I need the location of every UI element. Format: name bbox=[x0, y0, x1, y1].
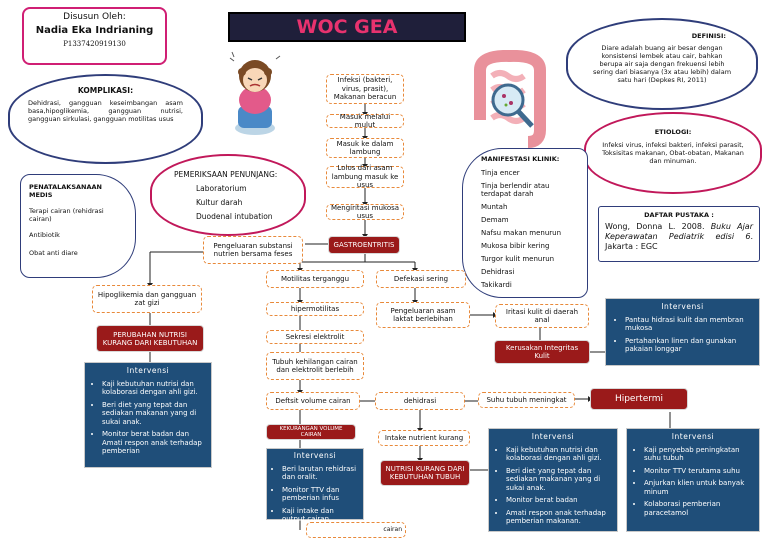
intervensi-item: Kaji kebutuhan nutrisi dan kolaborasi de… bbox=[102, 380, 207, 397]
pustaka-box: DAFTAR PUSTAKA : Wong, Donna L. 2008. Bu… bbox=[598, 206, 760, 262]
intervensi-item: Pertahankan linen dan gunakan pakaian lo… bbox=[625, 337, 753, 354]
pustaka-heading: DAFTAR PUSTAKA : bbox=[605, 211, 753, 219]
komplikasi-text: Dehidrasi, gangguan keseimbangan asam ba… bbox=[28, 99, 183, 123]
manifestasi-item: Nafsu makan menurun bbox=[481, 229, 581, 237]
definisi-heading: DEFINISI: bbox=[590, 32, 734, 40]
diagnosis-nutrisi-kurang: NUTRISI KURANG DARI KEBUTUHAN TUBUH bbox=[380, 460, 470, 486]
page-title: WOC GEA bbox=[228, 12, 466, 42]
penunjang-cloud: PEMERIKSAAN PENUNJANG: Laboratorium Kult… bbox=[150, 154, 306, 236]
manifestasi-item: Demam bbox=[481, 216, 581, 224]
manifestasi-item: Turgor kulit menurun bbox=[481, 255, 581, 263]
intervensi-item: Monitor berat badan bbox=[506, 496, 613, 505]
intervensi-heading: Intervensi bbox=[612, 303, 753, 312]
flow-substansi: Pengeluaran substansi nutrien bersama fe… bbox=[203, 236, 303, 264]
manifestasi-item: Tinja berlendir atau terdapat darah bbox=[481, 182, 581, 198]
etiologi-cloud: ETIOLOGI: Infeksi virus, infeksi bakteri… bbox=[584, 112, 762, 194]
flow-infeksi: Infeksi (bakteri, virus, prasit), Makana… bbox=[326, 74, 404, 104]
flow-bottom-label: cairan bbox=[306, 522, 406, 538]
diagnosis-kekurangan-volume: KEKURANGAN VOLUME CAIRAN bbox=[266, 424, 356, 440]
intervensi-item: Beri diet yang tepat dan sediakan makana… bbox=[506, 467, 613, 493]
intervensi-item: Kaji penyebab peningkatan suhu tubuh bbox=[644, 446, 755, 463]
flow-masuk-mulut: Masuk melalui mulut bbox=[326, 114, 404, 128]
manifestasi-item: Takikardi bbox=[481, 281, 581, 289]
intervensi-item: Anjurkan klien untuk banyak minum bbox=[644, 479, 755, 496]
intervensi-item: Pantau hidrasi kulit dan membran mukosa bbox=[625, 316, 753, 333]
flow-sekresi: Sekresi elektrolit bbox=[266, 330, 364, 344]
flow-hipermotilitas: hipermotilitas bbox=[266, 302, 364, 316]
flow-dehidrasi: dehidrasi bbox=[375, 392, 465, 410]
flow-motilitas: Motilitas terganggu bbox=[266, 270, 364, 288]
diagnosis-hipertermi: Hipertermi bbox=[590, 388, 688, 410]
intervensi-heading: Intervensi bbox=[493, 433, 613, 442]
manifestasi-item: Mukosa bibir kering bbox=[481, 242, 581, 250]
manifestasi-box: MANIFESTASI KLINIK: Tinja encer Tinja be… bbox=[462, 148, 588, 298]
intervensi-item: Kaji intake dan output cairan. bbox=[282, 507, 359, 524]
intervensi-nutrisi-left: Intervensi Kaji kebutuhan nutrisi dan ko… bbox=[84, 362, 212, 468]
flow-defisit: Deftsit volume cairan bbox=[266, 392, 360, 410]
intervensi-item: Amati respon anak terhadap pemberian mak… bbox=[506, 509, 613, 526]
manifestasi-item: Tinja encer bbox=[481, 169, 581, 177]
intervensi-hipertermi: Intervensi Kaji penyebab peningkatan suh… bbox=[626, 428, 760, 532]
flow-intake: Intake nutrient kurang bbox=[378, 430, 470, 446]
flow-hipoglikemia: Hipoglikemia dan gangguan zat gizi bbox=[92, 285, 202, 313]
intervensi-cairan: Intervensi Beri larutan rehidrasi dan or… bbox=[266, 448, 364, 520]
manifestasi-item: Muntah bbox=[481, 203, 581, 211]
intervensi-heading: Intervensi bbox=[271, 452, 359, 461]
author-id: P1337420919130 bbox=[24, 40, 165, 48]
diagnosis-perubahan-nutrisi: PERUBAHAN NUTRISI KURANG DARI KEBUTUHAN bbox=[96, 325, 204, 352]
etiologi-heading: ETIOLOGI: bbox=[602, 128, 744, 136]
intestine-illustration bbox=[470, 50, 550, 150]
intervensi-heading: Intervensi bbox=[89, 367, 207, 376]
flow-asam-laktat: Pengeluaran asam laktat berlebihan bbox=[376, 302, 470, 328]
komplikasi-cloud: KOMPLIKASI: Dehidrasi, gangguan keseimba… bbox=[8, 74, 203, 164]
penatalaksanaan-item: Antibiotik bbox=[29, 231, 127, 239]
intervensi-item: Monitor TTV dan pemberian infus bbox=[282, 486, 359, 503]
intervensi-nutrisi-mid: Intervensi Kaji kebutuhan nutrisi dan ko… bbox=[488, 428, 618, 532]
intervensi-item: Beri larutan rehidrasi dan oralit. bbox=[282, 465, 359, 482]
intervensi-item: Kolaborasi pemberian paracetamol bbox=[644, 500, 755, 517]
definisi-cloud: DEFINISI: Diare adalah buang air besar d… bbox=[566, 18, 758, 110]
flow-defekasi: Defekasi sering bbox=[376, 270, 466, 288]
penatalaksanaan-box: PENATALAKSANAAN MEDIS Terapi cairan (reh… bbox=[20, 174, 136, 278]
author-prepared-by: Disusun Oleh: bbox=[24, 12, 165, 22]
manifestasi-heading: MANIFESTASI KLINIK: bbox=[481, 155, 581, 163]
penatalaksanaan-item: Terapi cairan (rehidrasi cairan) bbox=[29, 207, 127, 223]
intervensi-item: Beri diet yang tepat dan sediakan makana… bbox=[102, 401, 207, 427]
intervensi-item: Kaji kebutuhan nutrisi dan kolaborasi de… bbox=[506, 446, 613, 463]
penunjang-item: Duodenal intubation bbox=[174, 212, 290, 221]
flow-iritasi-kulit: Iritasi kulit di daerah anal bbox=[495, 304, 589, 328]
author-card: Disusun Oleh: Nadia Eka Indrianing P1337… bbox=[22, 7, 167, 65]
flow-gastroentritis: GASTROENTRITIS bbox=[328, 236, 400, 254]
definisi-text: Diare adalah buang air besar dengan kons… bbox=[590, 44, 734, 84]
etiologi-text: Infeksi virus, infeksi bakteri, infeksi … bbox=[602, 141, 744, 165]
intervensi-kulit: Intervensi Pantau hidrasi kulit dan memb… bbox=[605, 298, 760, 366]
penatalaksanaan-item: Obat anti diare bbox=[29, 249, 127, 257]
penunjang-item: Kultur darah bbox=[174, 198, 290, 207]
penatalaksanaan-heading: PENATALAKSANAAN MEDIS bbox=[29, 183, 127, 199]
komplikasi-heading: KOMPLIKASI: bbox=[28, 86, 183, 95]
penunjang-heading: PEMERIKSAAN PENUNJANG: bbox=[174, 170, 290, 179]
intervensi-item: Monitor TTV terutama suhu bbox=[644, 467, 755, 476]
sick-child-illustration bbox=[224, 48, 286, 140]
intervensi-item: Monitor berat badan dan Amati respon ana… bbox=[102, 430, 207, 456]
pustaka-author: Wong, Donna L. 2008. bbox=[605, 222, 711, 231]
pustaka-text: Wong, Donna L. 2008. Buku Ajar Keperawat… bbox=[605, 222, 753, 252]
author-name: Nadia Eka Indrianing bbox=[24, 25, 165, 36]
intervensi-heading: Intervensi bbox=[631, 433, 755, 442]
flow-suhu: Suhu tubuh meningkat bbox=[478, 392, 575, 408]
flow-masuk-lambung: Masuk ke dalam lambung bbox=[326, 138, 404, 158]
flow-tubuh-kehilangan: Tubuh kehilangan cairan dan elektrolit b… bbox=[266, 352, 364, 380]
penunjang-item: Laboratorium bbox=[174, 184, 290, 193]
diagnosis-integritas-kulit: Kerusakan Integritas Kulit bbox=[494, 340, 590, 364]
flow-lolos: Lolos dari asam lambung masuk ke usus bbox=[326, 166, 404, 188]
manifestasi-item: Dehidrasi bbox=[481, 268, 581, 276]
flow-iritasi-mukosa: Mengiritasi mukosa usus bbox=[326, 204, 404, 220]
